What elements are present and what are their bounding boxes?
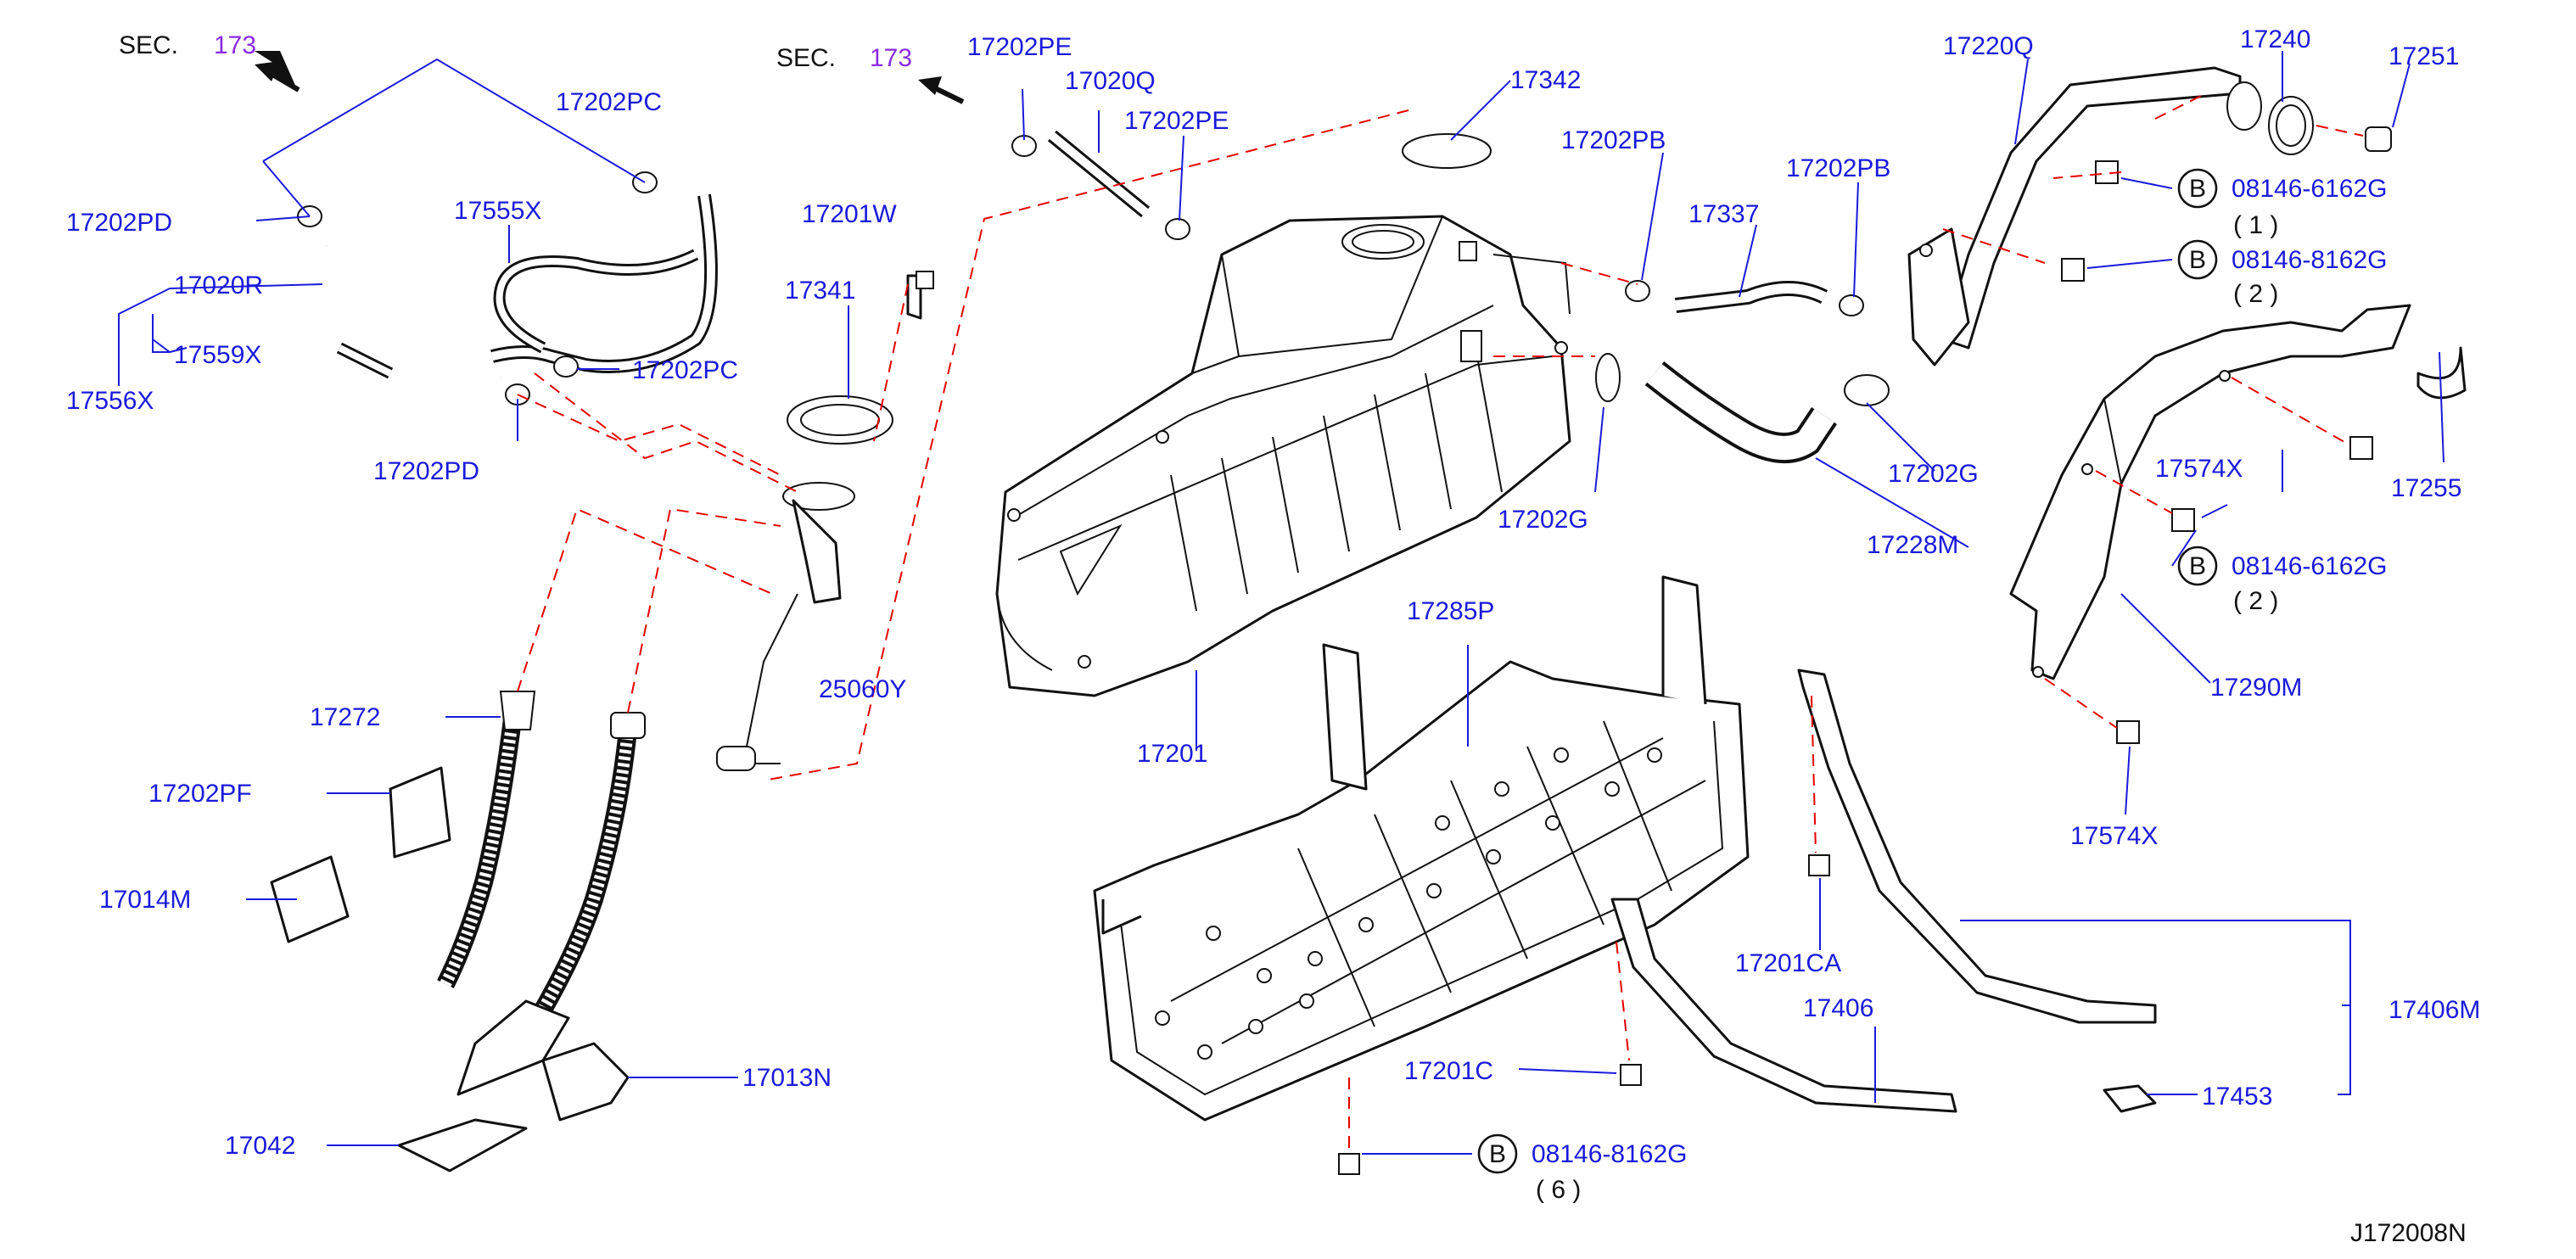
part-labels: 17202PC 17202PD 17020R 17559X 17556X 175… — [66, 25, 2480, 1160]
bolt-type-badge — [2177, 239, 2218, 280]
part-label: 17556X — [66, 387, 154, 415]
part-label: 17201CA — [1735, 949, 1841, 977]
bolts-drawing — [916, 160, 2373, 1175]
part-label: 17202PD — [66, 209, 172, 237]
part-label: 17290M — [2210, 674, 2302, 702]
part-label: 17337 — [1688, 200, 1759, 228]
sec-ref-number: 173 — [870, 44, 912, 72]
sec-ref-label: SEC. — [776, 44, 836, 72]
part-label: 17220Q — [1943, 32, 2034, 60]
bolt-part-number: 08146-8162G — [1532, 1140, 1688, 1168]
bolt-type-badge — [1477, 1133, 1518, 1174]
bolt-callouts: B 08146-6162G ( 1 ) B 08146-8162G ( 2 ) … — [1477, 168, 2388, 1204]
bolt-callout: B 08146-6162G ( 1 ) — [2177, 168, 2388, 239]
bolt-quantity: ( 2 ) — [2233, 587, 2278, 615]
diagram-id: J172008N — [2350, 1219, 2467, 1247]
bolt-callout: B 08146-8162G ( 6 ) — [1477, 1133, 1688, 1204]
bolt-part-number: 08146-6162G — [2232, 552, 2388, 580]
bolt-callout: B 08146-8162G ( 2 ) — [2177, 239, 2388, 308]
skid-plate-drawing — [1093, 575, 1750, 1122]
fuel-tank-straps-drawing — [1610, 669, 2157, 1113]
part-label: 17013N — [742, 1064, 832, 1092]
bolt-part-number: 08146-8162G — [2232, 246, 2388, 274]
part-label: 17201W — [802, 200, 897, 228]
part-label: 17453 — [2202, 1083, 2272, 1111]
part-label: 17202PC — [632, 356, 738, 384]
part-label: 17255 — [2391, 474, 2461, 502]
leader-lines — [118, 51, 2444, 1155]
part-label: 17251 — [2388, 42, 2459, 70]
bolt-type-letter: B — [2189, 246, 2206, 274]
part-label: 17228M — [1867, 531, 1958, 559]
part-label: 17406M — [2388, 996, 2480, 1024]
part-label: 17020Q — [1065, 67, 1156, 95]
sec-ref-number: 173 — [214, 31, 256, 59]
part-label: 17202PC — [556, 88, 662, 116]
sender-unit-drawing — [716, 133, 1492, 771]
sec-arrow-left-head — [255, 61, 280, 81]
part-label: 17555X — [454, 197, 541, 225]
bolt-quantity: ( 1 ) — [2233, 211, 2278, 239]
assembly-dashed-lines — [517, 92, 2364, 1150]
part-label: 17202G — [1498, 506, 1588, 534]
part-label: 17272 — [310, 703, 380, 731]
part-label: 17202PE — [1124, 107, 1229, 135]
part-label: 17202PB — [1786, 154, 1890, 182]
sec-ref-label: SEC. — [119, 31, 178, 59]
part-label: 17574X — [2070, 822, 2158, 850]
bolt-callout: B 08146-6162G ( 2 ) — [2177, 546, 2388, 615]
bolt-part-number: 08146-6162G — [2232, 175, 2388, 203]
bolt-quantity: ( 6 ) — [1536, 1176, 1581, 1204]
hoses-drawing — [324, 130, 1837, 463]
bolt-type-letter: B — [2189, 552, 2206, 580]
bolt-type-badge — [2177, 168, 2218, 209]
part-label: 17406 — [1803, 994, 1873, 1022]
filler-tube-drawing — [1907, 66, 2392, 367]
part-label: 17240 — [2240, 25, 2310, 53]
part-label: 17042 — [225, 1132, 295, 1160]
part-label: 17559X — [174, 341, 261, 369]
hose-clamps-drawing — [297, 135, 1890, 406]
part-label: 17201C — [1404, 1057, 1493, 1085]
part-label: 17202PF — [148, 780, 252, 808]
bolt-type-letter: B — [2189, 175, 2206, 203]
bolt-type-badge — [2177, 546, 2218, 586]
filler-protector-drawing — [2009, 304, 2467, 680]
part-label: 17202PB — [1561, 126, 1666, 154]
bolt-type-letter: B — [1489, 1140, 1506, 1168]
sec-arrow-right — [918, 76, 942, 95]
bolt-quantity: ( 2 ) — [2233, 280, 2278, 308]
part-label: 17201 — [1137, 740, 1207, 768]
part-label: 17202G — [1888, 460, 1979, 488]
part-label: 17202PD — [373, 457, 479, 485]
part-label: 17341 — [785, 277, 855, 305]
sec-arrow-left-shaft — [268, 70, 300, 92]
part-label: 17574X — [2155, 455, 2243, 483]
part-label: 17202PE — [967, 33, 1072, 61]
fuel-pump-parts-drawing — [270, 691, 646, 1172]
part-label: 17014M — [99, 886, 191, 914]
part-label: 17020R — [174, 271, 263, 299]
part-label: 17285P — [1407, 597, 1494, 625]
section-references: SEC. 173 SEC. 173 — [119, 31, 912, 72]
part-label: 17342 — [1510, 66, 1581, 94]
part-label: 25060Y — [819, 675, 906, 703]
fuel-tank-drawing — [995, 215, 1571, 697]
